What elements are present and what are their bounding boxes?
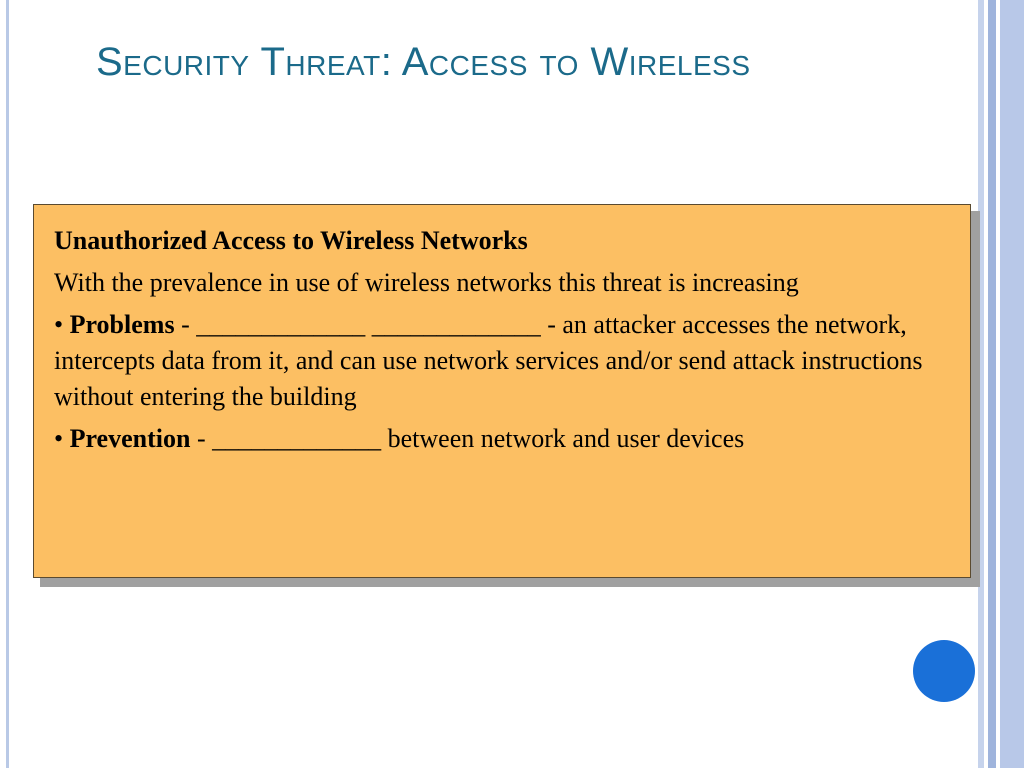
left-border-line xyxy=(6,0,9,768)
bullet-text-prevention: - _____________ between network and user… xyxy=(190,424,745,453)
decorative-circle xyxy=(913,640,975,702)
right-stripe-gap-1 xyxy=(985,0,988,768)
bullet-prevention: • Prevention - _____________ between net… xyxy=(54,421,952,457)
right-stripe-1 xyxy=(978,0,984,768)
bullet-term-prevention: Prevention xyxy=(69,424,191,453)
right-stripe-2 xyxy=(988,0,996,768)
content-box: Unauthorized Access to Wireless Networks… xyxy=(33,204,971,578)
bullet-problems: • Problems - _____________ _____________… xyxy=(54,307,952,415)
slide-title: Security Threat: Access to Wireless xyxy=(96,40,751,84)
box-heading: Unauthorized Access to Wireless Networks xyxy=(54,226,528,255)
bullet-term-problems: Problems xyxy=(69,310,175,339)
right-stripe-3 xyxy=(1000,0,1024,768)
right-stripe-gap-2 xyxy=(996,0,1000,768)
box-intro: With the prevalence in use of wireless n… xyxy=(54,268,799,297)
bullet-glyph: • xyxy=(54,424,64,453)
bullet-glyph: • xyxy=(54,310,64,339)
bullet-text-problems: - _____________ _____________ - an attac… xyxy=(54,310,923,411)
